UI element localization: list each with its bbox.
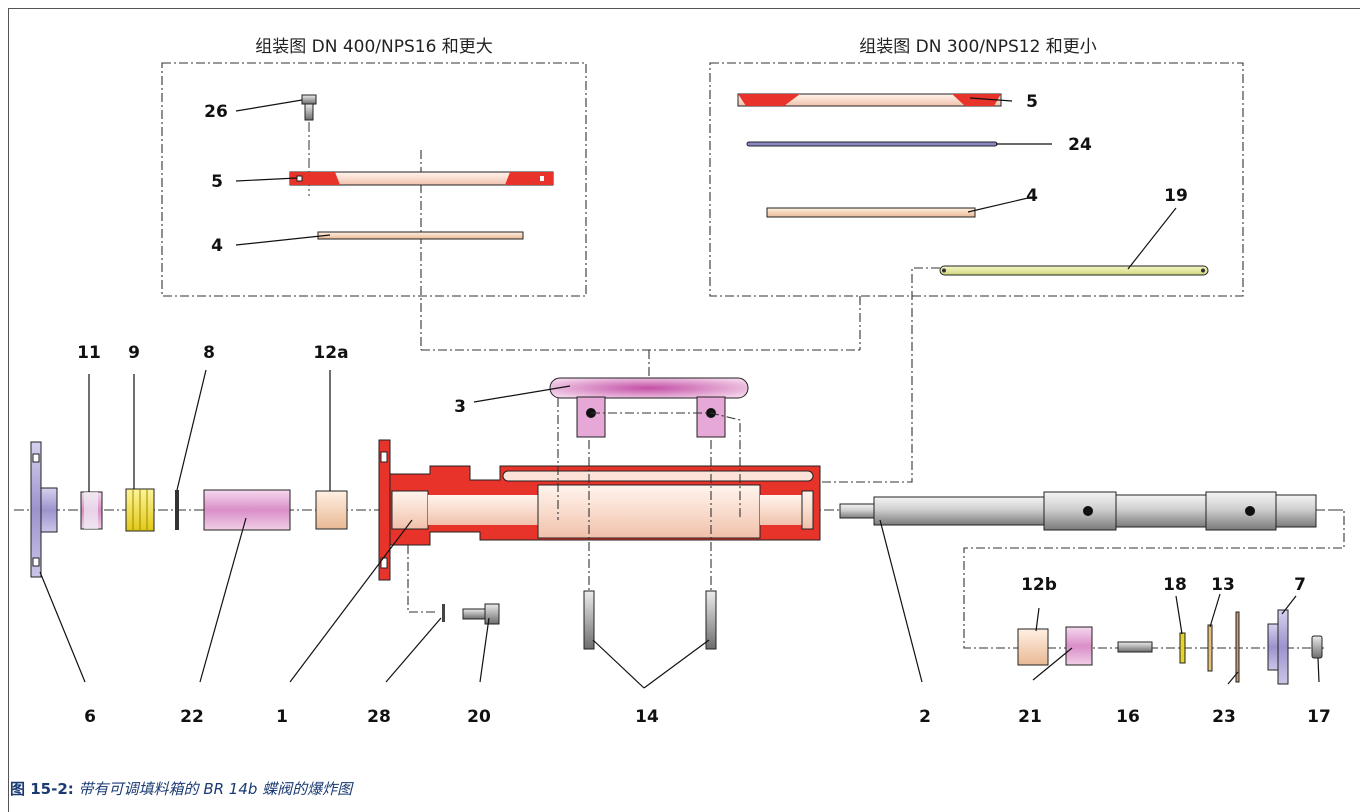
label-16: 16 <box>1116 707 1140 727</box>
part-17-nut <box>1311 635 1323 659</box>
label-24: 24 <box>1068 135 1092 155</box>
part-20-screw <box>462 603 500 625</box>
part-22-sleeve <box>203 489 291 531</box>
part-13-ring <box>1207 624 1213 672</box>
label-9: 9 <box>128 343 140 363</box>
assembly-header-small: 组装图 DN 300/NPS12 和更小 <box>859 37 1097 57</box>
label-12b: 12b <box>1021 575 1057 595</box>
part-26-screw <box>301 94 317 121</box>
label-6: 6 <box>84 707 96 727</box>
figure-frame <box>8 8 1360 812</box>
part-14-pin-right <box>705 590 717 650</box>
part-24-o-ring <box>746 141 998 147</box>
caption-number: 图 15-2: <box>10 780 74 798</box>
part-16-key <box>1117 641 1153 653</box>
label-2: 2 <box>919 707 931 727</box>
part-5-retaining-ring-small <box>737 93 1002 107</box>
label-7: 7 <box>1294 575 1306 595</box>
label-21: 21 <box>1018 707 1042 727</box>
label-12a: 12a <box>313 343 348 363</box>
part-18-washer <box>1179 632 1186 664</box>
label-22: 22 <box>180 707 204 727</box>
label-13: 13 <box>1211 575 1235 595</box>
part-2-shaft <box>839 491 1317 531</box>
label-4-large: 4 <box>211 236 223 256</box>
part-9-packing-rings <box>125 488 155 532</box>
caption-text: 带有可调填料箱的 BR 14b 蝶阀的爆炸图 <box>78 780 353 798</box>
part-6-packing-flange <box>30 441 58 578</box>
part-4-seat-ring-small <box>766 207 976 218</box>
part-21-sleeve <box>1065 626 1093 666</box>
label-5-large: 5 <box>211 172 223 192</box>
part-8-washer <box>175 490 179 530</box>
part-19-seal-strip <box>939 265 1209 276</box>
label-14: 14 <box>635 707 659 727</box>
label-23: 23 <box>1212 707 1236 727</box>
part-23-gasket <box>1235 611 1240 683</box>
part-5-retaining-ring-large <box>289 171 554 186</box>
label-19: 19 <box>1164 186 1188 206</box>
part-12b-bushing <box>1017 628 1049 666</box>
assembly-box-small <box>709 62 1244 297</box>
label-26: 26 <box>204 102 228 122</box>
label-20: 20 <box>467 707 491 727</box>
part-4-seat-ring-large <box>317 231 524 240</box>
part-12a-bushing <box>315 490 348 530</box>
label-11: 11 <box>77 343 101 363</box>
label-1: 1 <box>276 707 288 727</box>
part-3-disc <box>549 377 749 438</box>
label-28: 28 <box>367 707 391 727</box>
part-7-cover <box>1267 609 1289 685</box>
figure-caption: 图 15-2: 带有可调填料箱的 BR 14b 蝶阀的爆炸图 <box>10 778 352 799</box>
label-3: 3 <box>454 397 466 417</box>
part-14-pin-left <box>583 590 595 650</box>
part-28-washer <box>442 604 445 622</box>
assembly-box-large <box>161 62 587 297</box>
part-1-valve-body <box>378 439 821 581</box>
label-4-small: 4 <box>1026 186 1038 206</box>
label-18: 18 <box>1163 575 1187 595</box>
label-8: 8 <box>203 343 215 363</box>
label-17: 17 <box>1307 707 1331 727</box>
assembly-header-large: 组装图 DN 400/NPS16 和更大 <box>255 37 493 57</box>
label-5-small: 5 <box>1026 92 1038 112</box>
